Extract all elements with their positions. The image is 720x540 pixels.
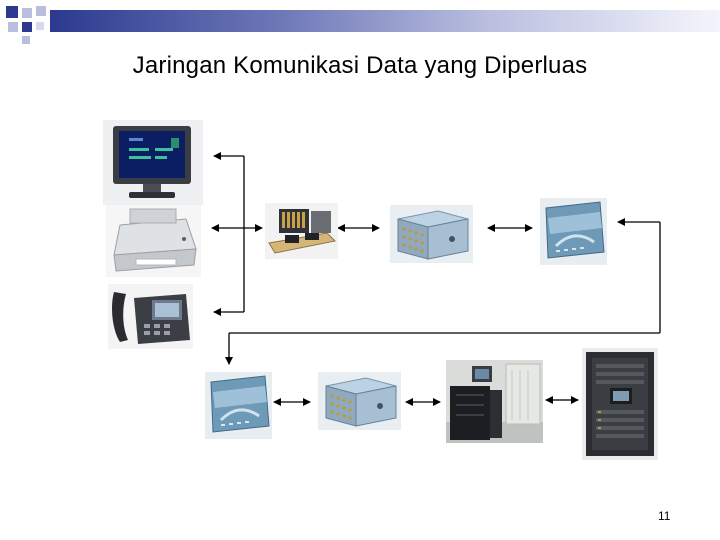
header-gradient-bar — [50, 10, 720, 32]
multiplexer-icon — [390, 205, 473, 263]
multiplexer-icon — [318, 372, 401, 430]
page-number: 11 — [658, 509, 671, 523]
slide-title: Jaringan Komunikasi Data yang Diperluas — [132, 52, 588, 79]
controller-board-icon — [265, 203, 338, 259]
modem-icon — [205, 372, 272, 439]
ip-phone-icon — [108, 284, 193, 349]
host-computer-icon — [582, 348, 658, 460]
front-end-processor-icon — [446, 360, 543, 443]
monitor-terminal-icon — [103, 120, 203, 205]
printer-icon — [106, 205, 201, 277]
modem-icon — [540, 198, 607, 265]
